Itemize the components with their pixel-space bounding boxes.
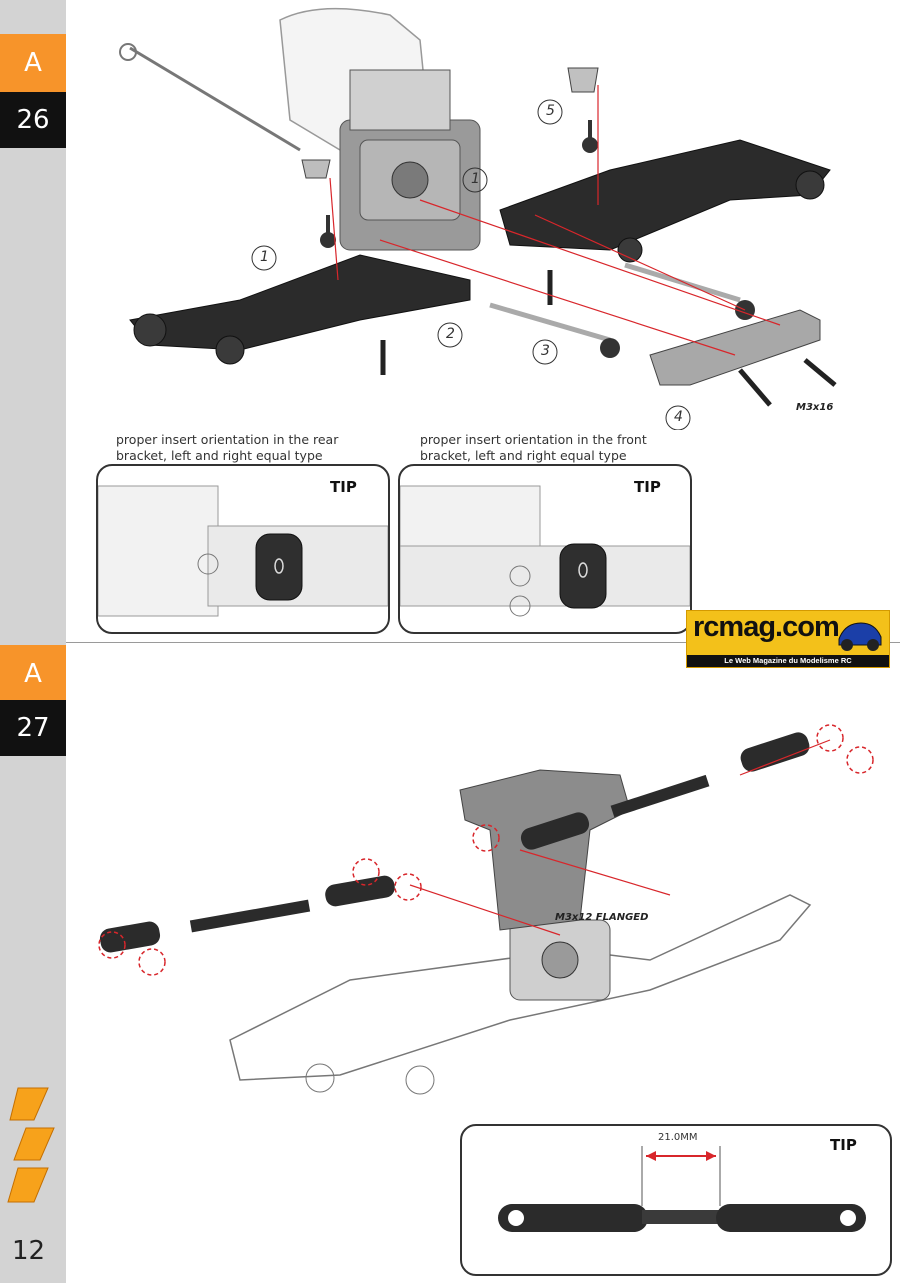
screw-label-m3x12-flanged: M3x12 FLANGED — [555, 912, 649, 923]
tip-box-turnbuckle: TIP 21.0MM — [460, 1124, 892, 1276]
callout-2: 2 — [446, 326, 455, 342]
rcmag-watermark: rcmag.com Le Web Magazine du Modelisme R… — [686, 610, 890, 668]
step-number-27: 27 — [0, 700, 66, 756]
step27-exploded-diagram — [98, 724, 874, 1095]
callout-5: 5 — [546, 103, 555, 119]
tip-box-rear: TIP — [96, 464, 390, 634]
step-number-26: 26 — [0, 92, 66, 148]
tip-caption-rear-line2: bracket, left and right equal type — [116, 448, 323, 463]
tip-label-rear: TIP — [330, 478, 357, 496]
rcmag-title: rcmag.com — [693, 611, 840, 643]
tip-caption-front: proper insert orientation in the front b… — [420, 432, 647, 464]
screw-label-m3x16: M3x16 — [796, 402, 834, 413]
callout-1-gearbox: 1 — [471, 171, 480, 187]
tip-caption-rear: proper insert orientation in the rear br… — [116, 432, 338, 464]
step-letter-27: A — [0, 645, 66, 703]
step26-exploded-diagram — [119, 7, 837, 430]
rc-car-icon — [838, 622, 882, 651]
section-divider — [66, 642, 900, 643]
brand-logo-icon — [7, 1087, 55, 1203]
tip-caption-front-line2: bracket, left and right equal type — [420, 448, 627, 463]
tip-box-front: TIP — [398, 464, 692, 634]
tip-label-turnbuckle: TIP — [830, 1136, 857, 1154]
rcmag-subtitle: Le Web Magazine du Modelisme RC — [687, 655, 889, 667]
callout-1-insert: 1 — [260, 249, 269, 265]
callout-3: 3 — [541, 343, 550, 359]
tip-caption-front-line1: proper insert orientation in the front — [420, 432, 647, 447]
tip-front-illustration — [400, 485, 690, 617]
dimension-label: 21.0MM — [658, 1132, 698, 1143]
step-letter-26: A — [0, 34, 66, 92]
sidebar — [0, 0, 66, 1283]
turnbuckle-illustration — [498, 1146, 866, 1232]
tip-rear-illustration — [98, 485, 388, 617]
page-number: 12 — [12, 1236, 46, 1266]
tip-caption-rear-line1: proper insert orientation in the rear — [116, 432, 339, 447]
callout-4: 4 — [674, 409, 683, 425]
tip-label-front: TIP — [634, 478, 661, 496]
